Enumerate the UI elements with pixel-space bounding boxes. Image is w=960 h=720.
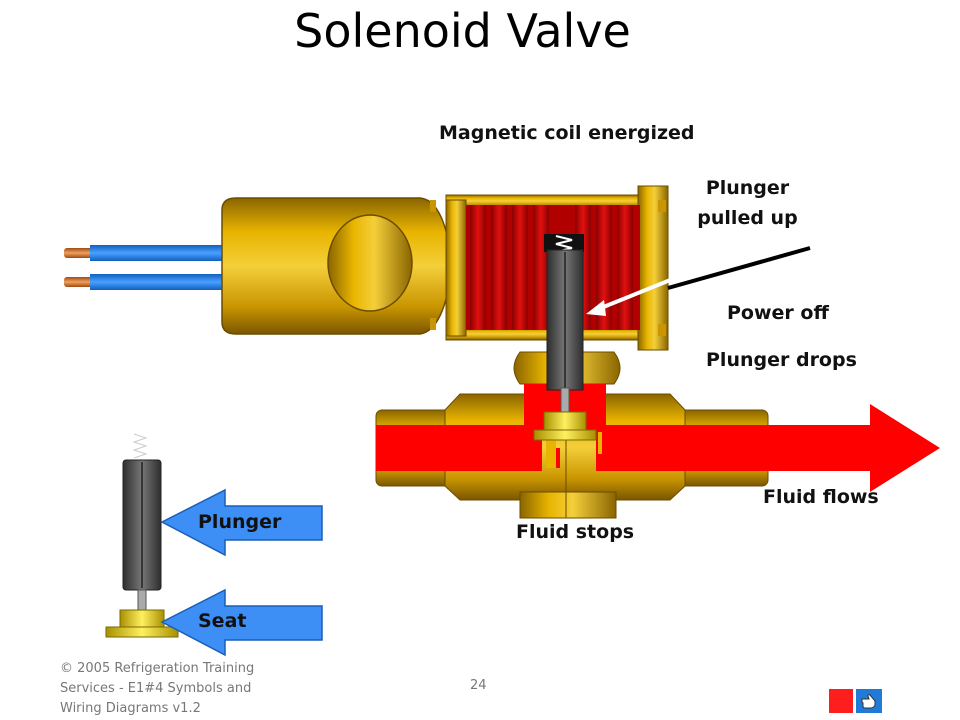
plunger-pulled-indicator-arrow [595, 266, 701, 312]
fluid-flows-label: Fluid flows [763, 486, 879, 508]
power-off-indicator-line [667, 246, 811, 290]
legend-plunger [122, 432, 162, 613]
page-number: 24 [470, 678, 487, 693]
valve-plunger [533, 234, 597, 441]
slide-title: Solenoid Valve [294, 4, 631, 58]
plunger-legend-label: Plunger [198, 511, 282, 533]
plunger-drops-label: Plunger drops [706, 349, 857, 371]
legend-seat [105, 609, 179, 638]
fluid-stops-label: Fluid stops [516, 521, 635, 543]
seat-legend-label: Seat [198, 610, 247, 632]
junction-housing [221, 197, 453, 335]
fluid-flow-path [376, 384, 940, 492]
seat-legend-arrow [160, 588, 323, 657]
plunger-legend-arrow [160, 488, 323, 557]
power-off-label: Power off [727, 302, 829, 324]
magnetic-coil-label: Magnetic coil energized [439, 122, 695, 144]
lead-wires [64, 245, 230, 290]
plunger-pulled-label: Plunger pulled up [697, 177, 798, 229]
footer-copyright: © 2005 Refrigeration Training Services -… [60, 661, 255, 716]
hand-pointer-icon[interactable] [856, 689, 882, 713]
stop-square-icon[interactable] [829, 689, 853, 713]
